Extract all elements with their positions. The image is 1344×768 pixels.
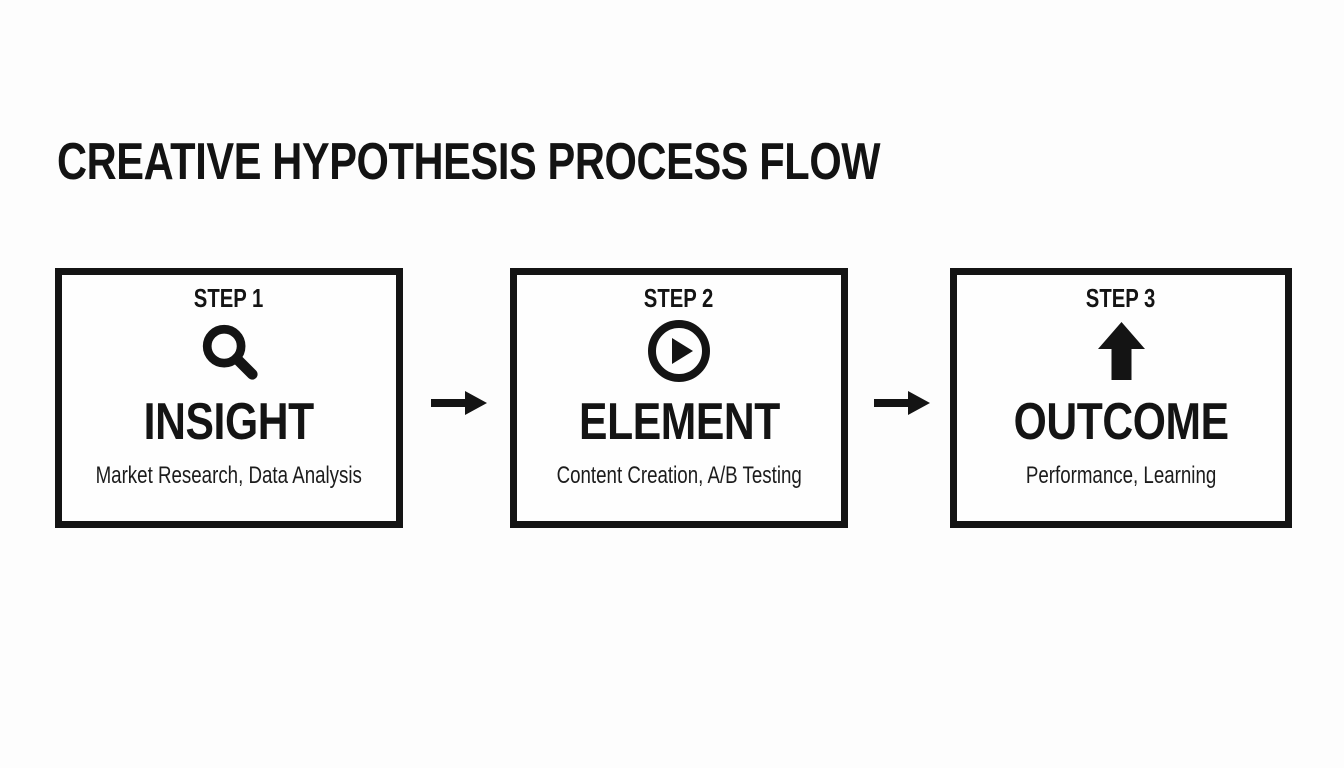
step-name: OUTCOME xyxy=(1013,393,1229,451)
step-name: INSIGHT xyxy=(143,393,315,451)
step-label: STEP 1 xyxy=(194,283,264,313)
diagram-title: CREATIVE HYPOTHESIS PROCESS FLOW xyxy=(57,133,881,191)
arrow-up-icon xyxy=(1097,319,1145,383)
step-description: Market Research, Data Analysis xyxy=(95,462,363,489)
step-name: ELEMENT xyxy=(578,393,780,451)
search-icon xyxy=(198,319,260,383)
flow-arrow-icon xyxy=(431,384,487,422)
flow-arrow-icon xyxy=(874,384,930,422)
step-box-outcome: STEP 3 OUTCOME Performance, Learning xyxy=(950,268,1292,528)
play-circle-icon xyxy=(647,319,711,383)
step-description: Content Creation, A/B Testing xyxy=(556,462,802,489)
step-box-element: STEP 2 ELEMENT Content Creation, A/B Tes… xyxy=(510,268,848,528)
step-description: Performance, Learning xyxy=(1025,462,1217,489)
step-label: STEP 2 xyxy=(644,283,714,313)
step-label: STEP 3 xyxy=(1086,283,1156,313)
step-box-insight: STEP 1 INSIGHT Market Research, Data Ana… xyxy=(55,268,403,528)
